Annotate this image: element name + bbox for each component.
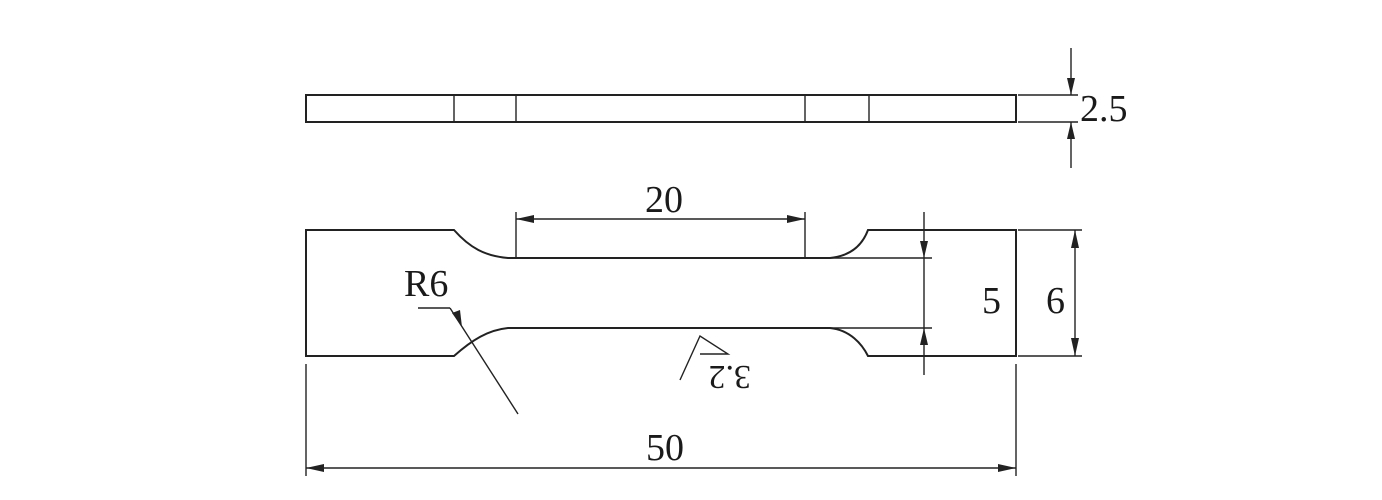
grip-width-label: 6 xyxy=(1046,280,1065,322)
overall-length-label: 50 xyxy=(646,427,684,469)
gauge-width-dimension: 5 xyxy=(830,212,1001,375)
grip-width-dimension: 6 xyxy=(1018,229,1082,357)
gauge-length-label: 20 xyxy=(645,179,683,221)
thickness-label: 2.5 xyxy=(1080,88,1128,130)
surface-roughness-symbol: 3.2 xyxy=(679,334,752,395)
fillet-radius-label: R6 xyxy=(404,263,448,305)
fillet-radius-annotation: R6 xyxy=(404,263,519,415)
thickness-dimension: 2.5 xyxy=(1018,48,1128,168)
side-view xyxy=(305,94,1017,123)
overall-length-dimension: 50 xyxy=(305,364,1017,476)
gauge-width-label: 5 xyxy=(982,280,1001,322)
gauge-length-dimension: 20 xyxy=(515,179,806,258)
surface-roughness-label: 3.2 xyxy=(709,358,752,395)
specimen-outline xyxy=(305,229,1017,357)
